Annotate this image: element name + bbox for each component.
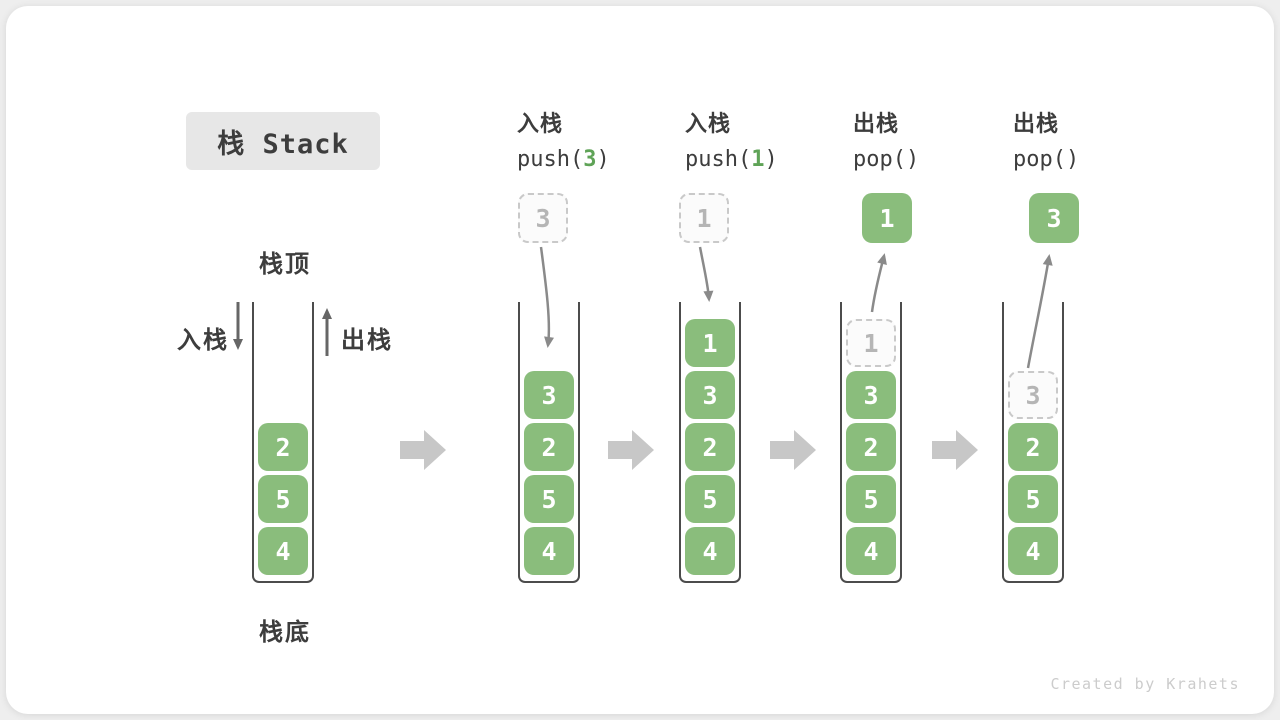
stack-block: 2: [258, 423, 308, 471]
operation-name: 入栈: [685, 111, 732, 136]
stack-block: 4: [1008, 527, 1058, 575]
operation-arg: 1: [751, 147, 765, 172]
stack-top-label: 栈顶: [259, 251, 311, 278]
ghost-block: 3: [1008, 371, 1058, 419]
stack-block: 1: [685, 319, 735, 367]
stack-block: 5: [846, 475, 896, 523]
operation-name: 入栈: [517, 111, 564, 136]
stack-block: 5: [1008, 475, 1058, 523]
pop-side-label: 出栈: [341, 327, 393, 354]
operation-code: push(3): [517, 147, 610, 172]
stack-block: 4: [524, 527, 574, 575]
stack-block: 3: [524, 371, 574, 419]
operation-arg: 3: [583, 147, 597, 172]
stack-block: 2: [1008, 423, 1058, 471]
incoming-element-box: 3: [518, 193, 568, 243]
stack-block: 3: [846, 371, 896, 419]
operation-code: pop(): [853, 147, 920, 172]
stack-block: 3: [685, 371, 735, 419]
push-side-label: 入栈: [177, 327, 229, 354]
title-text: 栈 Stack: [217, 128, 349, 160]
step-header-push-3: 入栈 push(3): [517, 106, 610, 172]
stack-block: 2: [846, 423, 896, 471]
title-box: 栈 Stack: [186, 112, 380, 170]
popped-element-box: 1: [862, 193, 912, 243]
stack-block: 4: [685, 527, 735, 575]
stack-block: 5: [524, 475, 574, 523]
step-header-push-1: 入栈 push(1): [685, 106, 778, 172]
stack-block: 5: [258, 475, 308, 523]
stack-block: 2: [524, 423, 574, 471]
operation-name: 出栈: [853, 111, 900, 136]
operation-code: pop(): [1013, 147, 1080, 172]
stack-block: 5: [685, 475, 735, 523]
operation-name: 出栈: [1013, 111, 1060, 136]
step-header-pop-1: 出栈 pop(): [853, 106, 919, 172]
popped-element-box: 3: [1029, 193, 1079, 243]
stack-block: 2: [685, 423, 735, 471]
stack-block: 4: [846, 527, 896, 575]
watermark: Created by Krahets: [1050, 675, 1240, 693]
operation-code: push(1): [685, 147, 778, 172]
step-header-pop-3: 出栈 pop(): [1013, 106, 1079, 172]
stack-bottom-label: 栈底: [259, 619, 311, 646]
ghost-block: 1: [846, 319, 896, 367]
incoming-element-box: 1: [679, 193, 729, 243]
stack-block: 4: [258, 527, 308, 575]
